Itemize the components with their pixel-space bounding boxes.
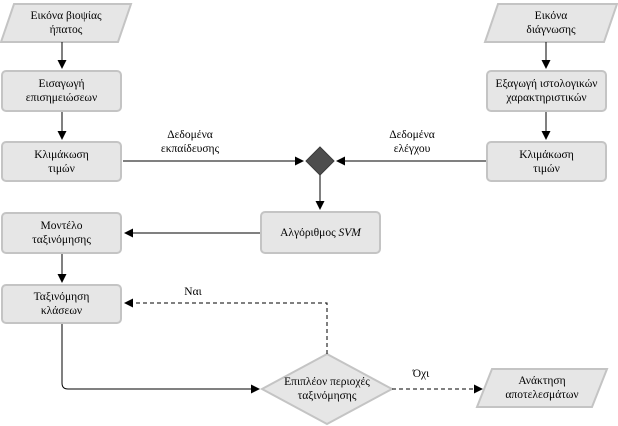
model-label: Μοντέλο ταξινόμησης bbox=[32, 220, 91, 246]
diagnosis-image-shape bbox=[483, 3, 618, 43]
classify-node: Ταξινόμηση κλάσεων bbox=[1, 284, 122, 324]
input-image-shape bbox=[0, 3, 133, 43]
classify-label: Ταξινόμηση κλάσεων bbox=[33, 291, 90, 317]
merge-node-diamond bbox=[305, 146, 335, 176]
results-shape bbox=[475, 368, 609, 408]
svm-label: Αλγόριθμος SVM bbox=[280, 226, 361, 240]
edge-decision-yes-loop bbox=[124, 298, 328, 354]
scaling-right-node: Κλιμάκωση τιμών bbox=[486, 141, 607, 182]
svm-label-prefix: Αλγόριθμος bbox=[280, 226, 339, 239]
diagnosis-image-node: Εικόνα διάγνωσης bbox=[487, 4, 615, 42]
annotations-node: Εισαγωγή επισημειώσεων bbox=[1, 70, 122, 112]
scaling-left-node: Κλιμάκωση τιμών bbox=[1, 141, 122, 182]
diagnosis-image-label: Εικόνα διάγνωσης bbox=[526, 10, 576, 36]
no-label: Όχι bbox=[412, 368, 430, 380]
edge-classify-to-decision bbox=[61, 324, 260, 394]
histology-features-label: Εξαγωγή ιστολογικών χαρακτηριστικών bbox=[495, 78, 598, 104]
annotations-label: Εισαγωγή επισημειώσεων bbox=[25, 78, 98, 104]
scaling-left-label: Κλιμάκωση τιμών bbox=[34, 148, 89, 175]
results-label: Ανάκτηση αποτελεσμάτων bbox=[505, 375, 579, 401]
svm-label-italic: SVM bbox=[338, 226, 361, 239]
input-image-node: Εικόνα βιοψίας ήπατος bbox=[3, 4, 129, 42]
decision-node: Επιπλέον περιοχές ταξινόμησης bbox=[262, 370, 392, 408]
test-data-label: Δεδομένα ελέγχου bbox=[389, 129, 435, 155]
svm-node: Αλγόριθμος SVM bbox=[260, 211, 381, 254]
decision-label: Επιπλέον περιοχές ταξινόμησης bbox=[284, 376, 370, 402]
scaling-right-label: Κλιμάκωση τιμών bbox=[519, 148, 574, 175]
training-data-label: Δεδομένα εκπαίδευσης bbox=[160, 129, 220, 155]
input-image-label: Εικόνα βιοψίας ήπατος bbox=[30, 10, 102, 36]
model-node: Μοντέλο ταξινόμησης bbox=[1, 212, 122, 254]
results-node: Ανάκτηση αποτελεσμάτων bbox=[478, 369, 606, 407]
yes-label: Ναι bbox=[184, 286, 202, 298]
decision-diamond bbox=[259, 352, 395, 426]
histology-features-node: Εξαγωγή ιστολογικών χαρακτηριστικών bbox=[486, 70, 607, 112]
